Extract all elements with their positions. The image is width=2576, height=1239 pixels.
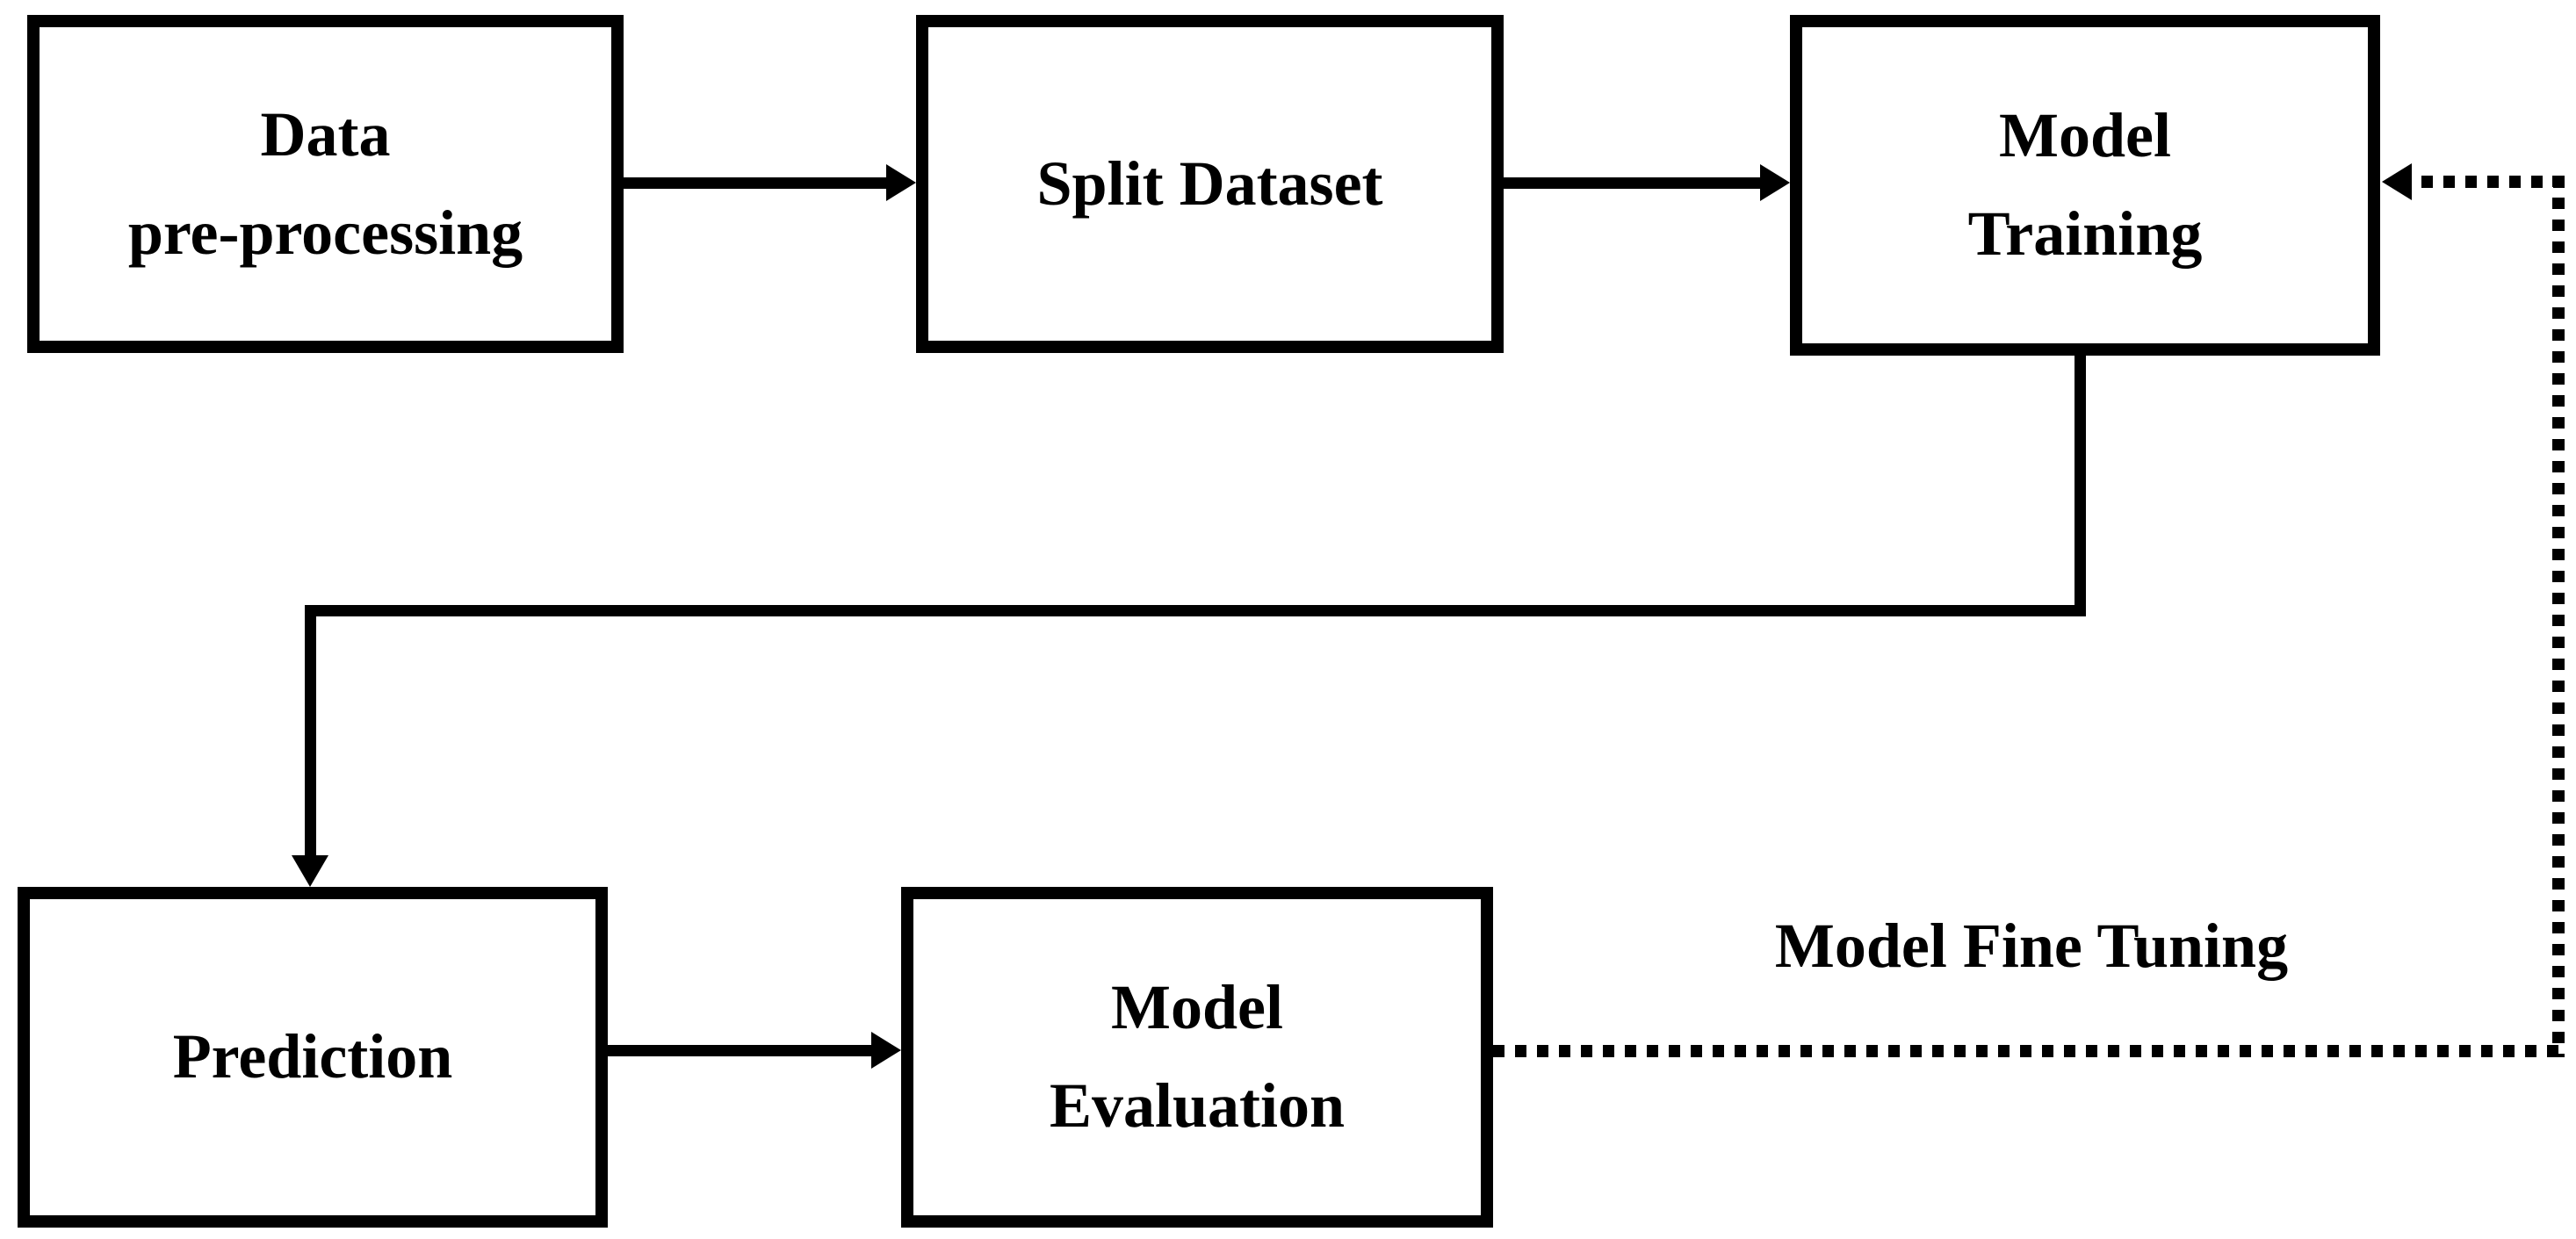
arrow-preprocessing-to-split-head-icon <box>886 164 916 201</box>
box-model-evaluation-label: Model Evaluation <box>1049 972 1346 1141</box>
arrow-prediction-to-evaluation-head-icon <box>871 1032 901 1069</box>
arrow-split-to-training-head-icon <box>1760 164 1790 201</box>
box-data-preprocessing-label: Data pre-processing <box>127 98 523 268</box>
dotted-feedback-head-icon <box>2382 163 2412 200</box>
arrow-training-to-prediction-segment-down2 <box>305 605 316 857</box>
label-model-fine-tuning: Model Fine Tuning <box>1774 911 2289 981</box>
arrow-split-to-training-line <box>1504 177 1762 189</box>
box-model-training: Model Training <box>1790 15 2380 356</box>
dotted-feedback-segment-bottom <box>1493 1045 2565 1057</box>
arrow-training-to-prediction-segment-down <box>2075 351 2086 610</box>
arrow-prediction-to-evaluation-line <box>608 1045 871 1056</box>
arrow-training-to-prediction-segment-across <box>305 605 2086 616</box>
dotted-feedback-segment-up <box>2552 176 2565 1057</box>
box-data-preprocessing: Data pre-processing <box>27 15 624 353</box>
dotted-feedback-segment-top <box>2412 176 2565 188</box>
box-prediction: Prediction <box>18 887 608 1228</box>
box-split-dataset: Split Dataset <box>916 15 1504 353</box>
box-model-evaluation: Model Evaluation <box>901 887 1493 1228</box>
arrow-training-to-prediction-head-icon <box>292 855 328 887</box>
box-split-dataset-label: Split Dataset <box>1036 148 1383 219</box>
box-prediction-label: Prediction <box>172 1021 453 1092</box>
box-model-training-label: Model Training <box>1967 100 2203 269</box>
arrow-preprocessing-to-split-line <box>624 177 887 189</box>
